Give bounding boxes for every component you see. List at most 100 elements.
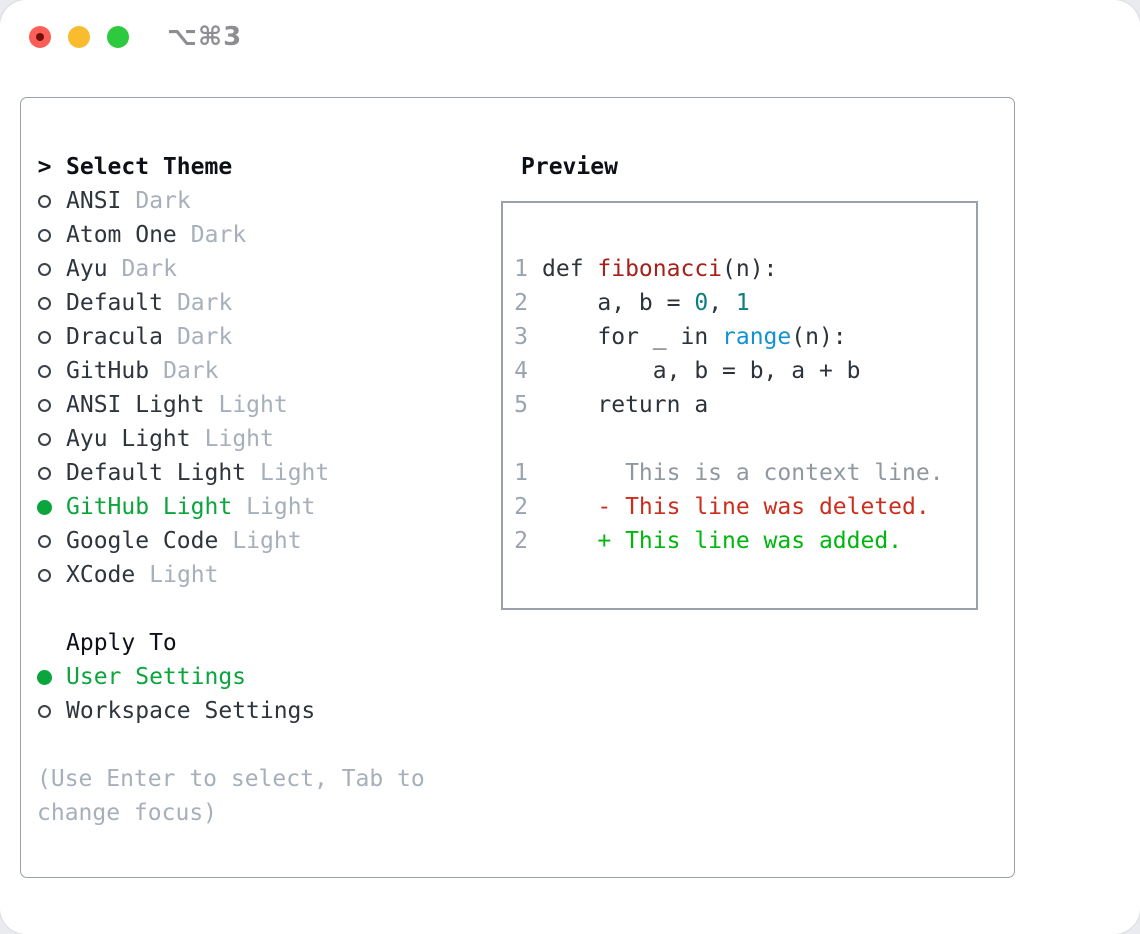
- spacer: [37, 728, 487, 762]
- theme-variant-tag: Light: [260, 460, 330, 486]
- theme-name: Dracula: [66, 324, 163, 350]
- radio-selected-icon: [37, 669, 52, 685]
- code-segment: 0: [694, 290, 709, 316]
- close-dot-icon: [36, 33, 44, 41]
- radio-icon: [38, 534, 51, 548]
- theme-variant-tag: Light: [149, 562, 219, 588]
- spacer: [37, 592, 487, 626]
- code-segment: range: [722, 324, 792, 350]
- line-number: [514, 422, 528, 456]
- theme-variant-tag: Dark: [176, 324, 233, 350]
- theme-variant-tag: Dark: [176, 290, 233, 316]
- apply-to-option-label: User Settings: [66, 664, 247, 690]
- theme-option[interactable]: Default Light Light: [37, 456, 487, 490]
- select-theme-header: > Select Theme: [37, 150, 487, 184]
- hint-line: change focus): [37, 800, 218, 826]
- marker-cell: [37, 568, 52, 582]
- titlebar: ⌥⌘3: [0, 0, 1140, 97]
- line-number: 4: [514, 358, 528, 384]
- code-segment: - This line was deleted.: [542, 494, 930, 520]
- code-segment: a, b =: [542, 290, 695, 316]
- code-content: a, b = 0, 1: [542, 286, 750, 320]
- code-segment: a, b = b, a + b: [542, 358, 861, 384]
- marker-cell: [37, 398, 52, 412]
- theme-name: GitHub: [66, 358, 150, 384]
- theme-option[interactable]: Dracula Dark: [37, 320, 487, 354]
- theme-name: Default: [66, 290, 163, 316]
- code-segment: def: [542, 256, 598, 282]
- code-segment: This is a context line.: [542, 460, 944, 486]
- marker-cell: [37, 330, 52, 344]
- marker-cell: [37, 364, 52, 378]
- code-line: 3 for _ in range(n):: [514, 320, 962, 354]
- apply-to-option[interactable]: Workspace Settings: [37, 694, 487, 728]
- theme-variant-tag: Dark: [135, 188, 191, 214]
- line-number: 1: [514, 256, 528, 282]
- zoom-button[interactable]: [107, 26, 129, 48]
- radio-selected-icon: [37, 499, 52, 515]
- theme-variant-tag: Light: [246, 494, 316, 520]
- window-shortcut-label: ⌥⌘3: [167, 22, 243, 52]
- code-content: for _ in range(n):: [542, 320, 846, 354]
- marker-cell: [37, 499, 52, 515]
- radio-icon: [38, 330, 51, 344]
- code-line: 2 - This line was deleted.: [514, 490, 962, 524]
- code-line: 1 This is a context line.: [514, 456, 962, 490]
- radio-icon: [38, 466, 51, 480]
- code-segment: (n):: [722, 256, 778, 282]
- marker-cell: [37, 194, 52, 208]
- select-theme-title: Select Theme: [66, 154, 233, 180]
- theme-option[interactable]: Default Dark: [37, 286, 487, 320]
- line-number: 2: [514, 290, 528, 316]
- theme-name: Ayu: [66, 256, 108, 282]
- code-content: This is a context line.: [542, 456, 944, 490]
- traffic-lights: [29, 26, 129, 48]
- code-segment: return a: [542, 392, 709, 418]
- code-segment: + This line was added.: [542, 528, 903, 554]
- radio-icon: [38, 398, 51, 412]
- code-line: 2 + This line was added.: [514, 524, 962, 558]
- code-line: 1 def fibonacci(n):: [514, 252, 962, 286]
- theme-name: Atom One: [66, 222, 177, 248]
- apply-to-header: Apply To: [37, 626, 487, 660]
- theme-name: ANSI: [66, 188, 122, 214]
- marker-cell: [37, 669, 52, 685]
- theme-option[interactable]: Google Code Light: [37, 524, 487, 558]
- code-segment: 1: [735, 290, 750, 316]
- theme-option[interactable]: ANSI Dark: [37, 184, 487, 218]
- radio-icon: [38, 704, 51, 718]
- close-button[interactable]: [29, 26, 51, 48]
- theme-name: Default Light: [66, 460, 247, 486]
- radio-icon: [38, 364, 51, 378]
- radio-icon: [38, 296, 51, 310]
- code-content: a, b = b, a + b: [542, 354, 861, 388]
- code-content: + This line was added.: [542, 524, 902, 558]
- radio-icon: [38, 262, 51, 276]
- hint-line: (Use Enter to select, Tab to: [37, 766, 425, 792]
- theme-variant-tag: Light: [232, 528, 302, 554]
- code-line: 5 return a: [514, 388, 962, 422]
- minimize-button[interactable]: [68, 26, 90, 48]
- code-segment: fibonacci: [597, 256, 723, 282]
- theme-name: Google Code: [66, 528, 219, 554]
- radio-icon: [38, 432, 51, 446]
- line-number: 2: [514, 528, 528, 554]
- marker-cell: [37, 228, 52, 242]
- code-content: def fibonacci(n):: [542, 252, 777, 286]
- apply-to-option[interactable]: User Settings: [37, 660, 487, 694]
- line-number: 1: [514, 460, 528, 486]
